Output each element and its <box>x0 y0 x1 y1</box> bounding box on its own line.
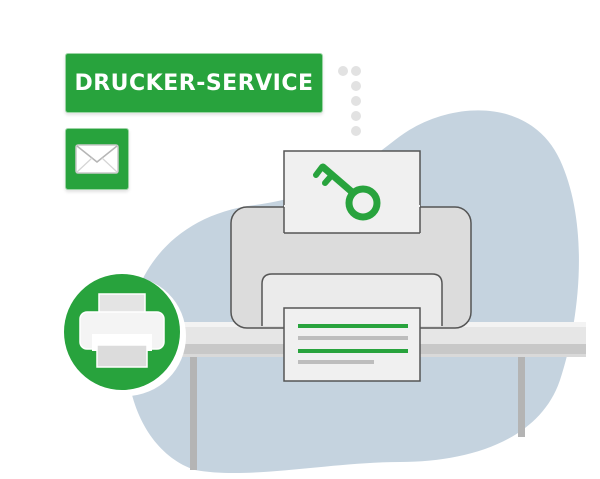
drucker-service-banner: DRUCKER-SERVICE <box>65 53 323 113</box>
printer-icon <box>64 274 186 396</box>
dotted-connector <box>338 66 361 136</box>
envelope-icon <box>75 144 119 174</box>
banner-label: DRUCKER-SERVICE <box>74 70 314 96</box>
key-icon <box>313 163 381 221</box>
output-document <box>283 307 421 382</box>
mail-tile <box>65 128 129 190</box>
table-legs <box>190 352 525 470</box>
